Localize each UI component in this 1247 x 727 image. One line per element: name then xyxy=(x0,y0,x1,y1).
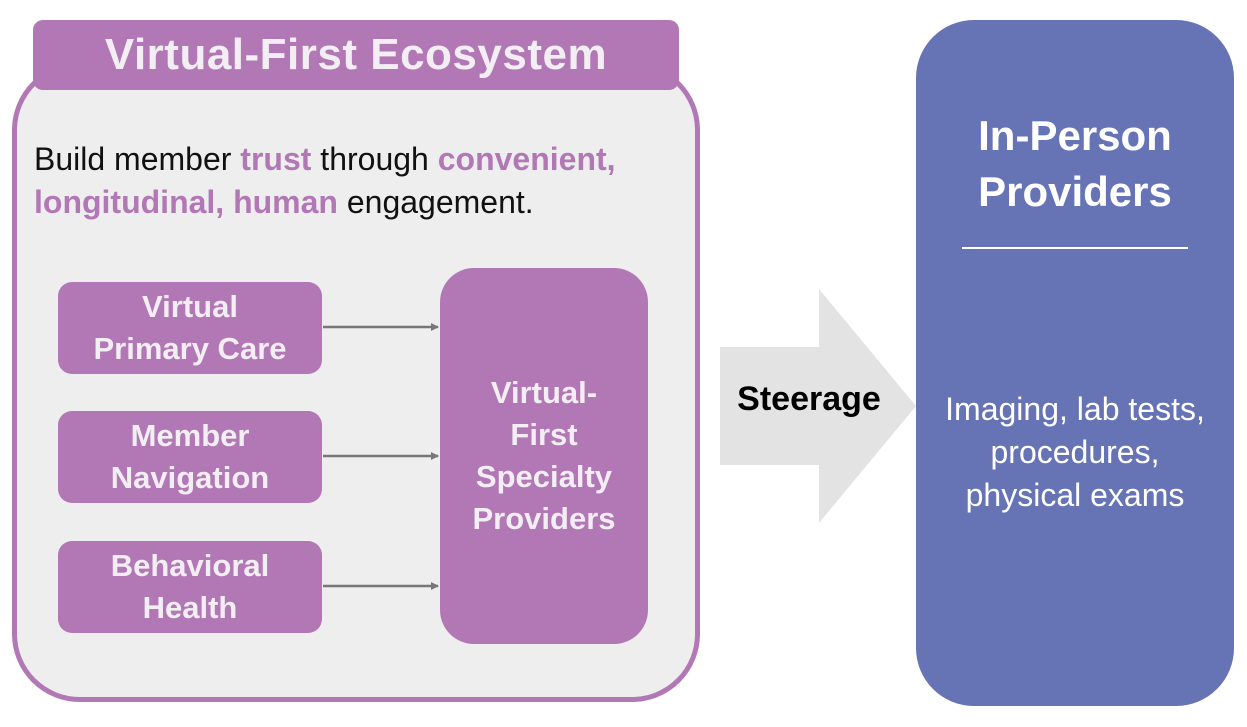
in-person-divider xyxy=(962,247,1188,249)
node-virtual-first-specialty-providers: Virtual- First Specialty Providers xyxy=(440,268,648,644)
in-person-description: Imaging, lab tests, procedures, physical… xyxy=(945,391,1205,513)
tagline-prefix: Build member xyxy=(34,141,241,177)
tagline-through: through xyxy=(311,141,438,177)
node-label: Behavioral Health xyxy=(110,548,270,625)
tagline-suffix: engagement. xyxy=(337,184,534,220)
node-behavioral-health: Behavioral Health xyxy=(58,541,322,633)
node-label: Member Navigation xyxy=(110,418,270,495)
node-member-navigation: Member Navigation xyxy=(58,411,322,503)
ecosystem-tagline: Build member trust through convenient, l… xyxy=(34,138,694,224)
ecosystem-title: Virtual-First Ecosystem xyxy=(33,20,679,90)
steerage-label: Steerage xyxy=(737,380,881,418)
node-label: Virtual- First Specialty Providers xyxy=(472,375,616,536)
node-label: Virtual Primary Care xyxy=(93,289,287,366)
tagline-qualities: convenient, longitudinal, human xyxy=(34,141,616,220)
in-person-title: In-Person Providers xyxy=(978,112,1172,215)
tagline-trust: trust xyxy=(240,141,312,177)
in-person-panel xyxy=(916,20,1234,706)
node-virtual-primary-care: Virtual Primary Care xyxy=(58,282,322,374)
